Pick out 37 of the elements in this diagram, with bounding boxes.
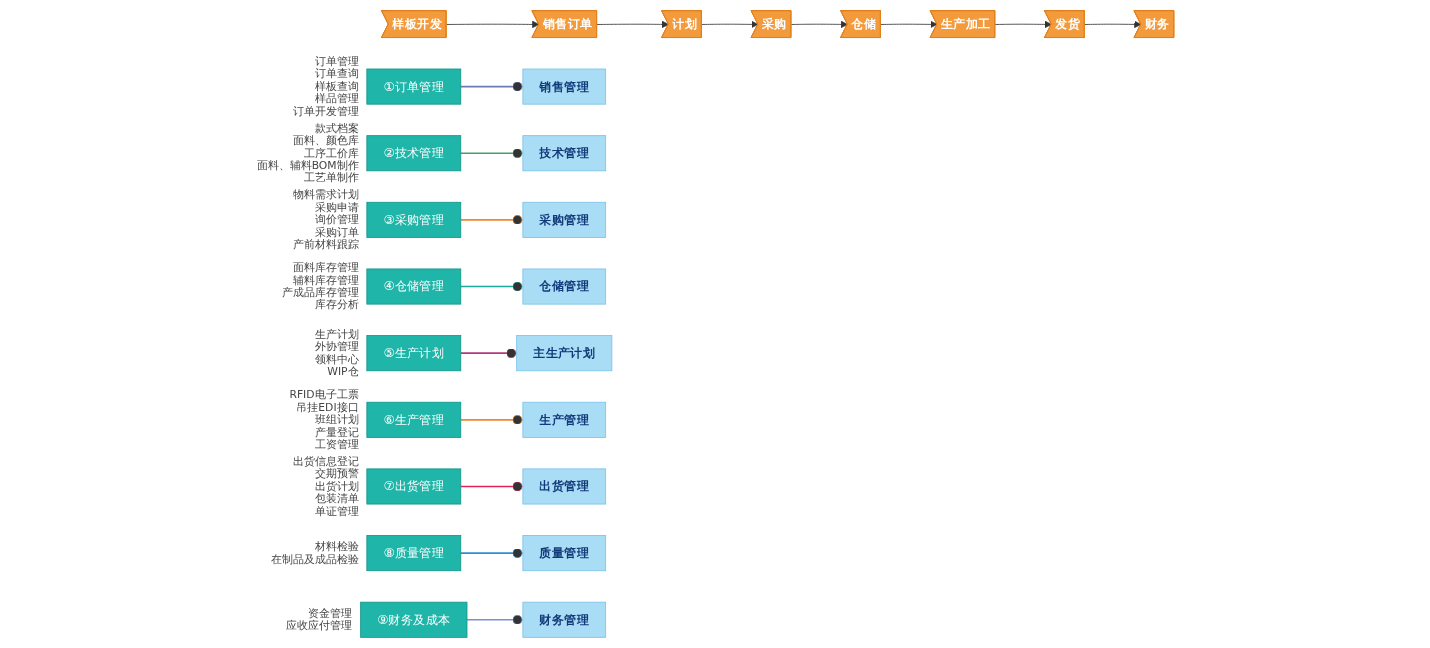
connector (459, 414, 524, 425)
node-box (366, 68, 461, 105)
node-box (366, 535, 461, 572)
connector (459, 481, 524, 492)
sub-item-list: 材料检验 在制品及成品检验 (270, 540, 359, 566)
flowchart: 样板开发 销售订单 计划 采购 仓储 生产加工 发货 财务 ①订单管理 ②技术管理 ③采购管理 ④仓储管理 ⑤生产计划 ⑥生产管理 ⑦出货管理 ⑧质量管理 ⑨财务及成本 销售管理 技术管理 采购管理 仓储管理 主生产计划 生产管理 出货管理 质量管理 财务管理 订单管理 订单查询 样板查询 样品管理 订单开发管理 款式档案 面料、颜色库 工序工价库 面料、辅料BOM制作 工艺单制作 物料需求计划 采购申请 询价管理 采购订单 产前材料跟踪 面料库存管理 辅料库存管理 产成品库存管理 库存分析 生产计划 外协管理 领料中心 WIP仓 RFID电子工票 吊挂EDI接口 班组计划 产量登记 工资管理 出货信息登记 交期预警 出货计划 包装清单 单证管理 材料检验 在制品及成品检验 资金管理 应收应付管理 (249, 4, 1181, 644)
node-box (366, 268, 461, 305)
node-box (516, 335, 613, 372)
connector (459, 214, 524, 225)
node-box (366, 335, 461, 372)
node-box (522, 601, 606, 638)
sub-item-list: 出货信息登记 交期预警 出货计划 包装清单 单证管理 (292, 454, 359, 518)
connector (459, 148, 524, 159)
node-box (522, 135, 606, 172)
node-box (522, 68, 606, 105)
sub-item-list: RFID电子工票 吊挂EDI接口 班组计划 产量登记 工资管理 (289, 388, 359, 451)
sub-item-list: 订单管理 订单查询 样板查询 样品管理 订单开发管理 (292, 55, 359, 118)
sub-item-list: 资金管理 应收应付管理 (286, 606, 353, 633)
node-box (360, 601, 468, 638)
node-box (366, 401, 461, 438)
node-box (522, 401, 606, 438)
node-box (366, 468, 461, 505)
connector (459, 548, 524, 559)
sub-item-list: 款式档案 面料、颜色库 工序工价库 面料、辅料BOM制作 工艺单制作 (256, 121, 359, 185)
connector (459, 81, 524, 92)
node-box (366, 135, 461, 172)
node-box (366, 201, 461, 238)
sub-item-list: 生产计划 外协管理 领料中心 WIP仓 (314, 327, 359, 379)
connector (459, 281, 524, 292)
node-box (522, 535, 606, 572)
sub-item-list: 面料库存管理 辅料库存管理 产成品库存管理 库存分析 (281, 261, 359, 312)
node-box (522, 201, 606, 238)
connector (465, 614, 524, 625)
sub-item-list: 物料需求计划 采购申请 询价管理 采购订单 产前材料跟踪 (292, 188, 359, 252)
node-box (522, 468, 606, 505)
connector (459, 348, 518, 359)
node-box (522, 268, 606, 305)
